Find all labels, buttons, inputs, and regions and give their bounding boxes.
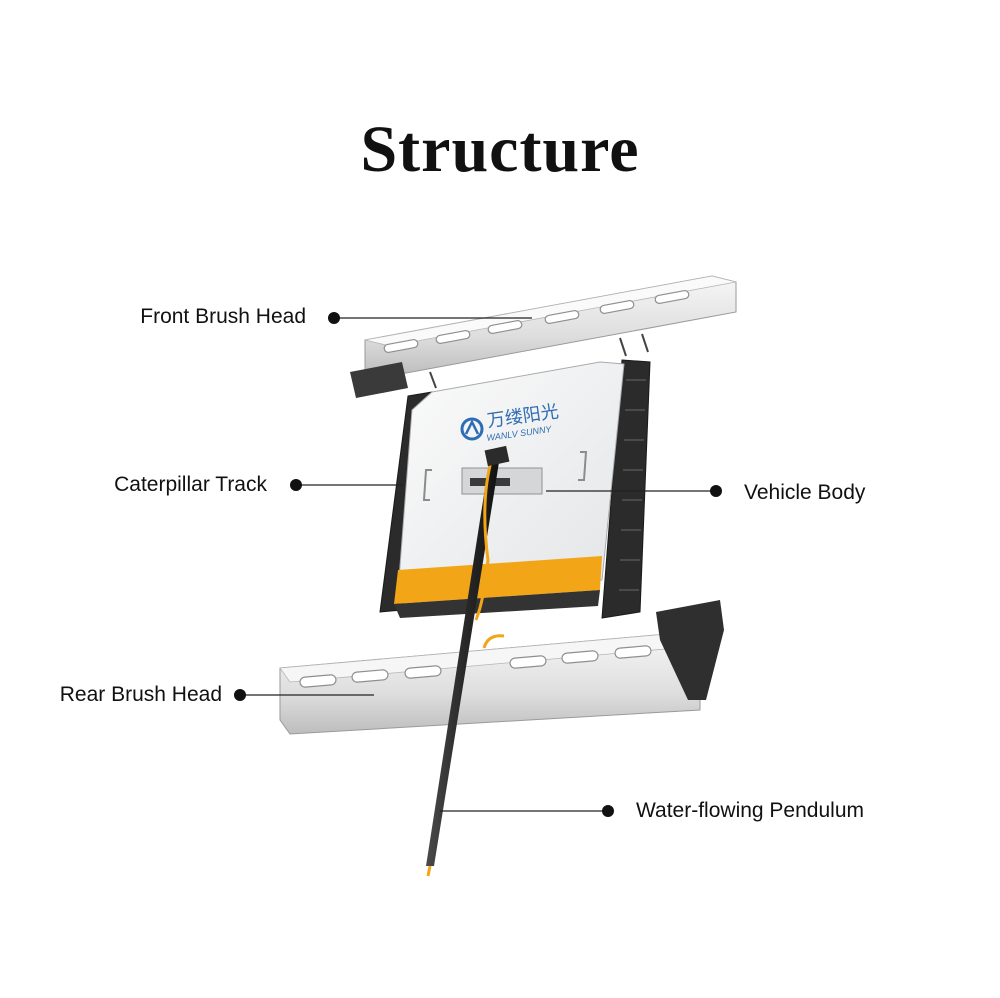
label-caterpillar-track: Caterpillar Track [114,473,267,496]
callout-dot-body [710,485,722,497]
label-vehicle-body: Vehicle Body [744,481,866,504]
water-flowing-pendulum [426,445,510,877]
page-title: Structure [360,113,640,186]
callout-dot-water [602,805,614,817]
callout-dot-track [290,479,302,491]
callouts [234,312,722,817]
label-front-brush-head: Front Brush Head [140,305,306,328]
callout-dot-front [328,312,340,324]
front-brush-head [350,275,737,398]
vehicle-body [394,361,625,618]
label-water-flowing-pendulum: Water-flowing Pendulum [636,799,864,822]
callout-dot-rear [234,689,246,701]
rear-brush-head [279,600,724,735]
label-rear-brush-head: Rear Brush Head [59,683,222,706]
